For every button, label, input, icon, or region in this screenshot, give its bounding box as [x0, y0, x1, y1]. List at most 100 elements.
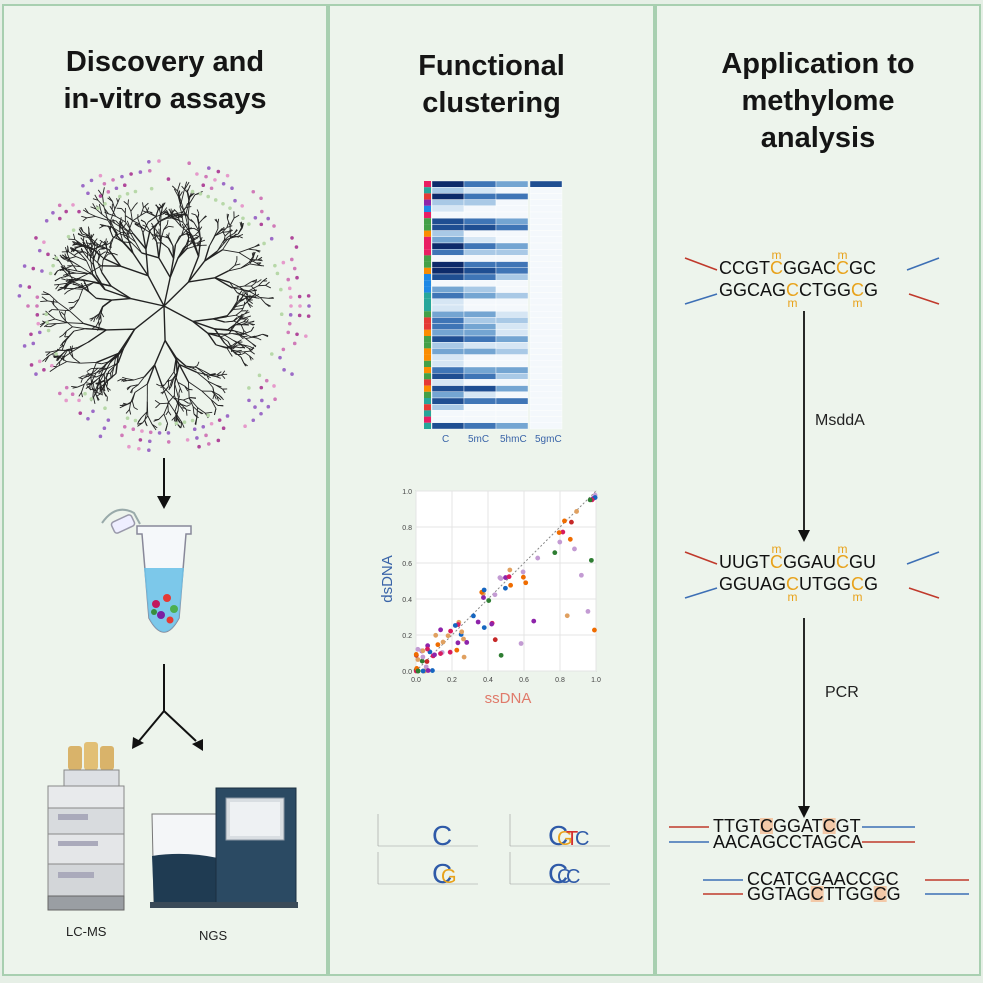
tree-branch: [185, 365, 193, 369]
tree-branch: [122, 402, 128, 405]
tree-branch: [144, 221, 148, 228]
dna-base-run: G: [887, 884, 901, 904]
heatmap-cell: [431, 348, 465, 355]
tree-branch: [83, 252, 89, 259]
tree-branch: [257, 279, 262, 283]
tree-branch: [154, 418, 159, 421]
scatter-tick-y: 0.4: [402, 597, 412, 604]
pcr-highlight: [810, 886, 824, 902]
tree-annotation-dot: [125, 191, 130, 196]
heatmap-col-label: 5gmC: [535, 434, 562, 445]
tree-annotation-dot: [149, 186, 154, 191]
heatmap-cell: [495, 354, 529, 362]
tree-branch: [174, 219, 182, 227]
tree-branch: [196, 407, 198, 418]
tree-annotation-dot: [187, 161, 191, 166]
scatter-point: [481, 587, 487, 593]
tree-branch: [212, 318, 225, 323]
heatmap-cell: [431, 186, 465, 194]
tree-annotation-dot: [292, 266, 297, 271]
tree-branch: [102, 187, 105, 196]
tree-branch: [155, 209, 159, 217]
scatter-point: [420, 654, 426, 660]
step-label-msdda: MsddA: [815, 412, 865, 429]
tree-branch: [184, 238, 190, 248]
heatmap-cell: [463, 205, 497, 213]
scatter-point: [560, 529, 566, 535]
heatmap-cell: [529, 180, 563, 188]
strand-line: [684, 257, 718, 271]
tree-branch: [192, 318, 214, 323]
tree-branch: [180, 403, 187, 411]
tree-branch: [212, 394, 215, 400]
tree-branch: [249, 257, 254, 265]
tree-annotation-dot: [40, 269, 44, 273]
tree-branch: [249, 355, 254, 360]
tree-branch: [214, 219, 219, 224]
tree-branch: [92, 325, 97, 329]
tree-branch: [156, 236, 162, 243]
tree-annotation-dot: [26, 304, 30, 308]
tree-branch: [188, 219, 195, 223]
heatmap-group-cell: [424, 336, 431, 343]
tree-branch: [233, 330, 245, 335]
tree-branch: [173, 371, 179, 383]
tree-branch: [86, 260, 94, 275]
tree-branch: [89, 382, 94, 386]
tree-branch: [228, 267, 242, 272]
tree-branch: [184, 385, 189, 390]
tree-annotation-dot: [257, 373, 262, 378]
heatmap-cell: [431, 360, 465, 368]
tree-annotation-dot: [262, 241, 266, 246]
tree-branch: [178, 218, 182, 227]
heatmap-cell: [463, 255, 497, 262]
tree-branch: [69, 330, 75, 337]
heatmap-cell: [431, 193, 465, 200]
tree-branch: [229, 352, 233, 357]
tree-branch: [154, 223, 158, 229]
ngs-sequencer-icon: [150, 787, 298, 908]
tree-branch: [99, 314, 102, 320]
tree-branch: [196, 371, 209, 376]
tree-branch: [226, 222, 230, 228]
tree-branch: [178, 388, 181, 394]
scatter-point: [507, 567, 513, 573]
tree-branch: [126, 385, 131, 389]
tree-branch: [203, 370, 211, 375]
heatmap-cell: [495, 242, 529, 250]
tree-annotation-dot: [166, 431, 171, 435]
dna-sequences: CCGTCGGACCGCGGCAGCCTGGCGUUGTCGGAUCGUGGUA…: [713, 248, 901, 904]
heatmap-cell: [529, 354, 563, 362]
title-line: Functional: [418, 50, 565, 82]
heatmap-group-cell: [424, 181, 431, 188]
methylome-graphics: CCGTCGGACCGCGGCAGCCTGGCGUUGTCGGAUCGUGGUA…: [669, 248, 969, 904]
heatmap-cell: [529, 280, 563, 287]
tree-branch: [112, 227, 122, 233]
tree-branch: [76, 241, 81, 245]
heatmap-cell: [431, 180, 465, 188]
heatmap-group-cell: [424, 193, 431, 200]
caption-ngs: NGS: [199, 928, 228, 943]
heatmap-cell: [431, 267, 465, 275]
tree-branch: [75, 256, 87, 262]
tree-branch: [180, 407, 184, 412]
scatter-tick-x: 0.8: [555, 677, 565, 684]
tree-branch: [160, 384, 165, 389]
tree-branch: [236, 292, 246, 298]
tree-branch: [65, 265, 73, 269]
tree-branch: [195, 366, 203, 373]
tree-annotation-dot: [58, 216, 62, 221]
tree-branch: [197, 213, 200, 220]
dna-sequence-text: CCATCGAACCGC: [747, 869, 899, 889]
tree-branch: [108, 362, 119, 372]
tree-branch: [225, 346, 234, 349]
tree-branch: [238, 297, 246, 302]
tree-branch: [165, 410, 169, 416]
tree-branch: [259, 297, 266, 304]
tree-branch: [166, 220, 169, 225]
tree-branch: [47, 300, 58, 303]
tree-branch: [155, 403, 161, 409]
tree-branch: [79, 226, 84, 233]
heatmap-cell: [463, 180, 497, 188]
tree-branch: [102, 381, 106, 388]
